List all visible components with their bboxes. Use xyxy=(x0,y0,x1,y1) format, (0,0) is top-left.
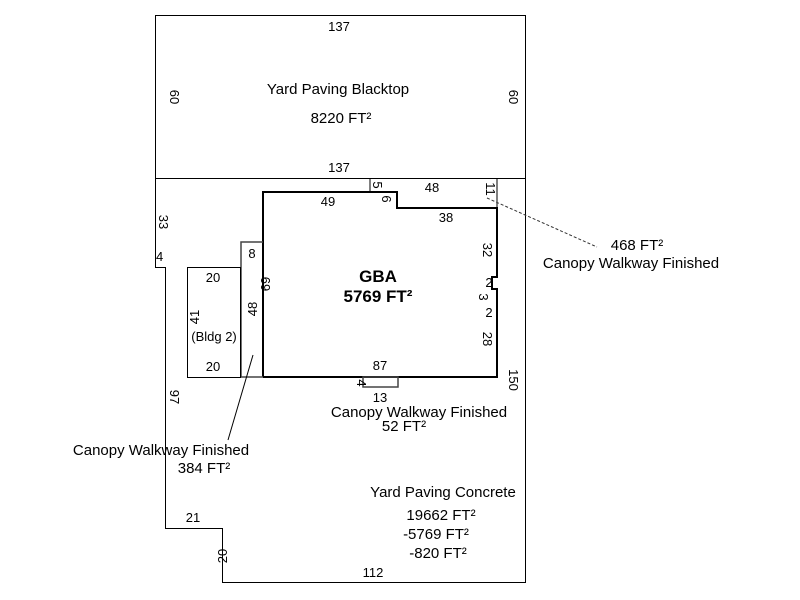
dim-lot-bottom: 112 xyxy=(363,565,384,580)
leader-canopy-w xyxy=(227,354,254,441)
label-concrete-line-1: 19662 FT² xyxy=(406,507,475,524)
dim-lot-left-lower: 97 xyxy=(167,390,182,404)
dim-bldg2-bottom: 20 xyxy=(206,359,220,374)
dim-canopy-right: 11 xyxy=(483,182,498,196)
canopy-s-outline xyxy=(362,376,399,388)
dim-gba-notch-top: 5 xyxy=(370,181,385,188)
label-blacktop-area: 8220 FT² xyxy=(311,110,372,127)
label-canopy-s-area: 52 FT² xyxy=(382,418,426,435)
label-canopy-w-area: 384 FT² xyxy=(178,460,231,477)
dim-canopy-top: 48 xyxy=(425,180,439,195)
label-canopy-ne-name: Canopy Walkway Finished xyxy=(543,255,719,272)
label-gba-area: 5769 FT² xyxy=(344,287,413,306)
dim-gba-jog: 3 xyxy=(476,293,491,300)
leader-canopy-ne xyxy=(486,197,598,248)
dim-gba-left: 69 xyxy=(258,277,273,291)
dim-bldg2-side: 41 xyxy=(187,310,202,324)
bldg2-outline xyxy=(187,267,241,378)
dim-bldg2-top: 20 xyxy=(206,270,220,285)
label-gba-name: GBA xyxy=(359,267,397,286)
dim-gba-bottom: 87 xyxy=(373,358,387,373)
label-blacktop-name: Yard Paving Blacktop xyxy=(267,81,409,98)
dim-canopy-s-w: 13 xyxy=(373,390,387,405)
dim-canopy-s-d: 4 xyxy=(354,379,369,386)
dim-blacktop-left: 60 xyxy=(167,90,182,104)
label-canopy-w-name: Canopy Walkway Finished xyxy=(73,442,249,459)
dim-lot-step-h: 21 xyxy=(186,510,200,525)
dim-gba-top: 49 xyxy=(321,194,335,209)
dim-canopy-w-top: 8 xyxy=(248,246,255,261)
lot-outline xyxy=(155,178,526,583)
dim-lot-left-upper: 33 xyxy=(156,215,171,229)
dim-gba-jog-a: 2 xyxy=(485,275,492,290)
label-bldg2: (Bldg 2) xyxy=(191,329,237,344)
dim-lot-notch: 4 xyxy=(156,249,163,264)
label-concrete-line-3: -820 FT² xyxy=(409,545,467,562)
label-concrete-line-2: -5769 FT² xyxy=(403,526,469,543)
dim-blacktop-right: 60 xyxy=(506,90,521,104)
blacktop-outline xyxy=(155,15,526,179)
dim-blacktop-bottom: 137 xyxy=(328,160,350,175)
label-canopy-s-name: Canopy Walkway Finished xyxy=(331,404,507,421)
dim-canopy-w-side: 48 xyxy=(245,302,260,316)
dim-gba-notch-v: 6 xyxy=(379,195,394,202)
dim-blacktop-top: 137 xyxy=(328,19,350,34)
dim-gba-right-lower: 28 xyxy=(480,332,495,346)
label-concrete-name: Yard Paving Concrete xyxy=(370,484,516,501)
gba-outline xyxy=(262,191,498,378)
dim-gba-top-right: 38 xyxy=(439,210,453,225)
dim-gba-right-upper: 32 xyxy=(480,243,495,257)
label-canopy-ne-area: 468 FT² xyxy=(611,237,664,254)
dim-gba-jog-b: 2 xyxy=(485,305,492,320)
dim-lot-right: 150 xyxy=(506,369,521,391)
dim-lot-step-v: 20 xyxy=(215,549,230,563)
